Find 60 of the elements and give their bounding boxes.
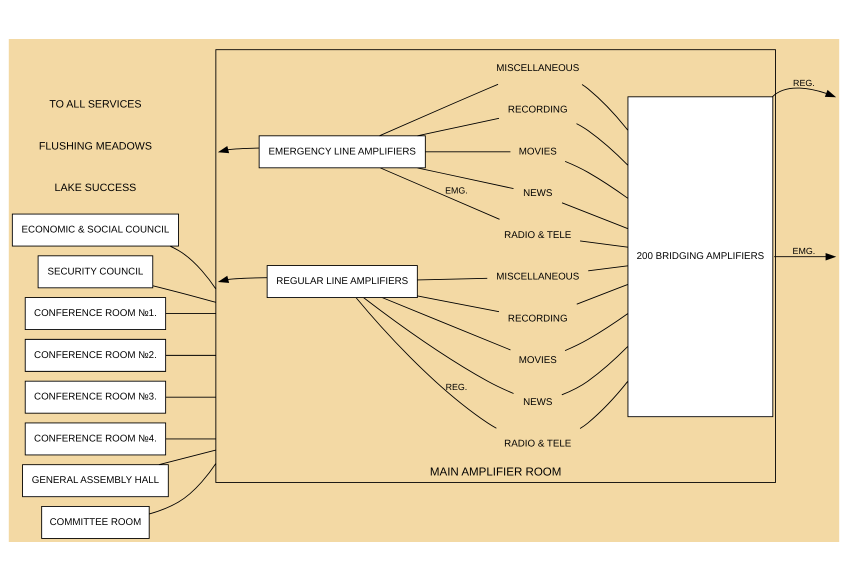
node-box: EMERGENCY LINE AMPLIFIERS (258, 134, 426, 168)
connector (564, 312, 628, 351)
node-box: GENERAL ASSEMBLY HALL (22, 464, 169, 497)
connector (152, 284, 216, 302)
connector (425, 150, 511, 152)
connector (580, 240, 628, 248)
connector (582, 84, 628, 130)
node-box: REGULAR LINE AMPLIFIERS (266, 264, 418, 298)
node-text: MISCELLANEOUS (496, 62, 580, 74)
label: LAKE SUCCESS (54, 182, 136, 194)
connector (380, 166, 500, 220)
connector (165, 438, 216, 439)
connector (417, 117, 500, 136)
connector (588, 264, 628, 271)
edge-label: EMG. (792, 246, 816, 256)
node-text: MOVIES (518, 146, 557, 157)
arrow (218, 275, 268, 282)
node-text: NEWS (523, 188, 552, 199)
node-text: RECORDING (508, 312, 568, 324)
connector (417, 295, 500, 312)
label: FLUSHING MEADOWS (38, 140, 152, 152)
node-box: CONFERENCE ROOM №4. (24, 422, 166, 455)
label: TO ALL SERVICES (49, 98, 142, 110)
edge-label: REG. (793, 78, 815, 88)
connector (148, 462, 216, 514)
connector (417, 166, 514, 189)
edge-label: REG. (446, 382, 468, 392)
connector (564, 160, 628, 198)
arrow (218, 145, 260, 153)
connector (580, 380, 628, 428)
node-text: RADIO & TELE (504, 229, 572, 240)
connector (165, 396, 216, 398)
node-text: MISCELLANEOUS (496, 271, 580, 282)
node-box: ECONOMIC & SOCIAL COUNCIL (12, 213, 179, 246)
connector (170, 245, 216, 289)
connector (576, 122, 628, 166)
node-text: RECORDING (508, 104, 568, 116)
connector (158, 449, 216, 465)
arrow (772, 87, 836, 97)
connector (576, 283, 628, 304)
arrow (774, 252, 836, 260)
node-box: CONFERENCE ROOM №1. (24, 296, 166, 330)
connector (561, 346, 628, 395)
connector (356, 296, 497, 428)
node-box: CONFERENCE ROOM №2. (24, 338, 166, 372)
edge-label: EMG. (445, 185, 468, 196)
connector (165, 312, 216, 314)
node-text: RADIO & TELE (504, 438, 572, 450)
node-box: SECURITY COUNCIL (38, 254, 154, 288)
node-text: NEWS (523, 396, 552, 408)
connector (378, 83, 498, 136)
connector (417, 277, 488, 280)
node-box: COMMITTEE ROOM (41, 506, 150, 538)
connector (382, 296, 511, 350)
connector (363, 296, 514, 394)
connector (562, 202, 628, 228)
connector (165, 354, 216, 356)
node-text: MOVIES (518, 354, 557, 366)
node-box: CONFERENCE ROOM №3. (24, 380, 166, 414)
node-box: 200 BRIDGING AMPLIFIERS (628, 96, 774, 417)
